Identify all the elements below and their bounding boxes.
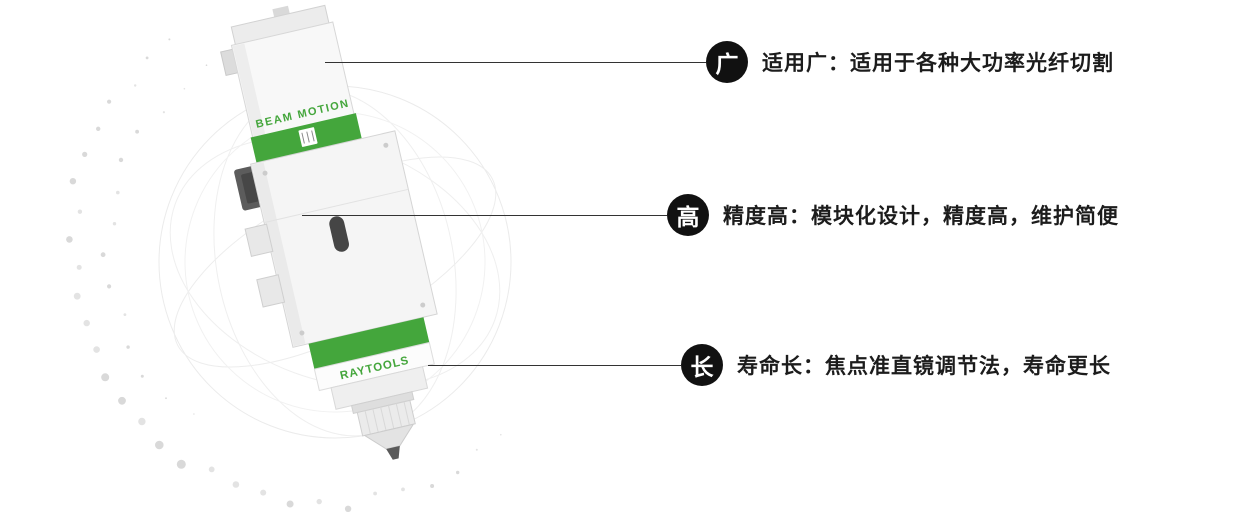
feature-text: 适用广：适用于各种大功率光纤切割 bbox=[762, 52, 1114, 75]
device-main-body bbox=[244, 130, 438, 348]
device-nozzle bbox=[350, 391, 416, 460]
feature-badge: 长 bbox=[681, 344, 723, 386]
device-slot bbox=[329, 216, 349, 252]
dot-arc-decoration bbox=[66, 38, 502, 512]
feature-callout-long-life: 长 寿命长：焦点准直镜调节法，寿命更长 bbox=[428, 344, 1111, 386]
gauge-mark bbox=[298, 127, 318, 147]
device-upper-housing: BEAM MOTION bbox=[230, 21, 355, 140]
device-green-band bbox=[250, 113, 362, 163]
feature-text: 寿命长：焦点准直镜调节法，寿命更长 bbox=[737, 355, 1111, 378]
feature-badge: 高 bbox=[667, 194, 709, 236]
feature-callout-wide-application: 广 适用广：适用于各种大功率光纤切割 bbox=[325, 41, 1114, 83]
feature-badge: 广 bbox=[706, 41, 748, 83]
device-nozzle-tip bbox=[386, 445, 400, 460]
laser-cutting-head: BEAM MOTION bbox=[220, 4, 438, 460]
callout-line bbox=[325, 61, 706, 63]
callout-line bbox=[428, 364, 681, 366]
device-lower-assembly: RAYTOOLS bbox=[308, 317, 435, 410]
feature-text: 精度高：模块化设计，精度高，维护简便 bbox=[723, 205, 1119, 228]
callout-line bbox=[302, 214, 667, 216]
feature-callout-high-precision: 高 精度高：模块化设计，精度高，维护简便 bbox=[302, 194, 1119, 236]
